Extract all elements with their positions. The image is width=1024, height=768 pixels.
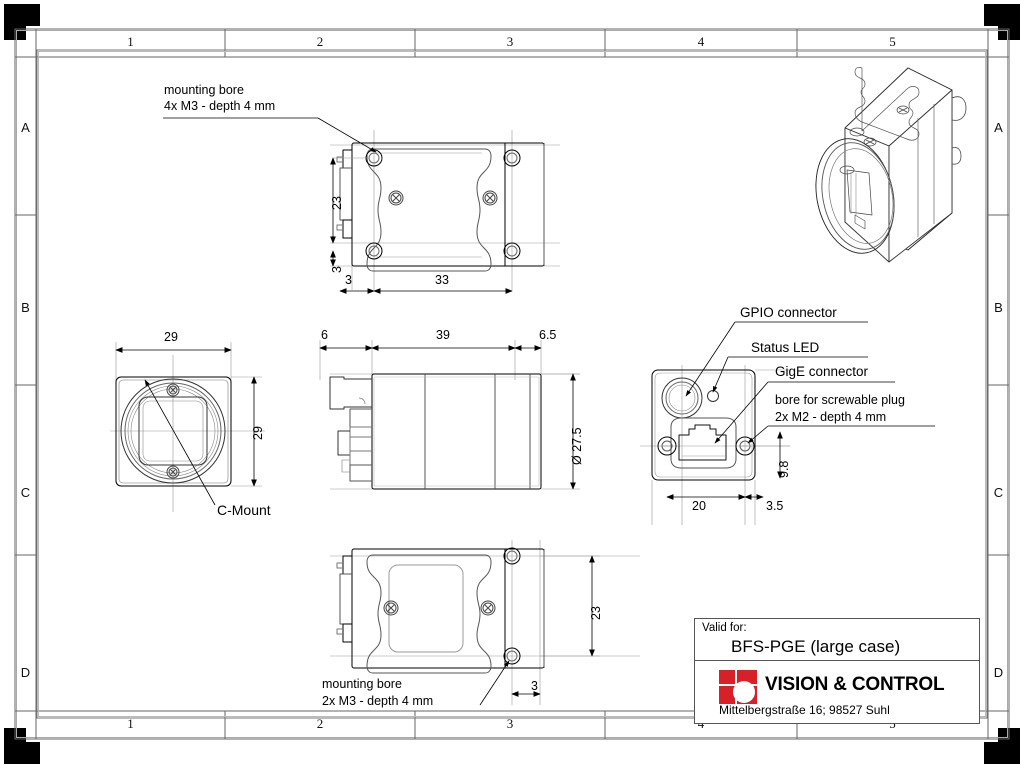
annotation-c-mount: C-Mount	[217, 502, 271, 518]
view-isometric	[815, 67, 967, 263]
annotation-bottom-mounting-bore-line1: mounting bore	[322, 677, 402, 691]
dim-value-side-6: 6	[321, 328, 328, 342]
leader-gpio	[685, 321, 868, 397]
mounting-bore	[503, 547, 521, 665]
brand-section: VISION & CONTROL Mittelbergstraße 16; 98…	[695, 661, 979, 724]
dim-top-23	[330, 157, 368, 244]
vision-and-control-logo-icon	[719, 670, 757, 704]
view-rear	[640, 365, 790, 525]
dim-value-rear-3p5: 3.5	[766, 499, 784, 513]
gige-connector	[670, 417, 737, 469]
dim-value-top-3h: 3	[345, 273, 352, 287]
annotation-gige-connector: GigE connector	[775, 364, 869, 379]
leader-bottom-mounting-bore	[479, 660, 510, 706]
zone-column-2-top: 2	[316, 34, 324, 49]
dim-value-rear-20: 20	[692, 499, 706, 513]
m2-bore	[657, 436, 755, 456]
dim-value-top-3v: 3	[330, 266, 344, 273]
zone-row-b-right: B	[994, 300, 1003, 315]
title-block: Valid for: BFS-PGE (large case) VISION &…	[694, 618, 980, 724]
dim-value-side-diameter: Ø 27.5	[570, 427, 584, 465]
view-front	[110, 342, 265, 512]
valid-for-label: Valid for:	[702, 622, 747, 634]
leader-status-led	[712, 356, 868, 393]
phillips-screw	[383, 600, 496, 616]
status-led	[707, 390, 719, 402]
zone-row-d-right: D	[993, 665, 1004, 680]
mounting-bore	[365, 149, 521, 260]
dim-value-bottom-3: 3	[531, 679, 538, 693]
zone-row-c-right: C	[993, 485, 1004, 500]
valid-for-section: Valid for: BFS-PGE (large case)	[695, 619, 979, 661]
zone-row-b-left: B	[21, 300, 30, 315]
zone-column-1-top: 1	[127, 34, 134, 49]
annotation-screwable-plug-line2: 2x M2 - depth 4 mm	[775, 410, 887, 424]
dim-value-bottom-23: 23	[589, 606, 603, 620]
annotation-gpio-connector: GPIO connector	[740, 305, 837, 320]
dim-value-front-height: 29	[251, 426, 265, 440]
company-name: VISION & CONTROL	[765, 674, 945, 695]
zone-column-2-bottom: 2	[316, 716, 324, 731]
annotation-screwable-plug-line1: bore for screwable plug	[775, 393, 905, 407]
corner-registration-marks	[4, 4, 1020, 764]
zone-row-a-left: A	[21, 120, 30, 135]
view-side	[319, 340, 580, 490]
annotation-top-mounting-bore-line1: mounting bore	[164, 83, 244, 97]
phillips-screw	[388, 190, 498, 206]
valid-for-value: BFS-PGE (large case)	[731, 637, 901, 656]
annotation-bottom-mounting-bore-line2: 2x M3 - depth 4 mm	[322, 694, 434, 708]
zone-column-3-bottom: 3	[506, 716, 514, 731]
zone-column-1-bottom: 1	[127, 716, 134, 731]
company-address: Mittelbergstraße 16; 98527 Suhl	[719, 703, 890, 717]
leader-gige	[714, 381, 895, 444]
annotation-status-led: Status LED	[751, 340, 820, 355]
dim-value-side-6p5: 6.5	[539, 328, 557, 342]
zone-column-4-top: 4	[697, 34, 705, 49]
zone-row-d-left: D	[20, 665, 31, 680]
dim-value-front-width: 29	[164, 330, 178, 344]
dim-value-top-33: 33	[435, 273, 449, 287]
leader-screwable-plug	[747, 425, 935, 444]
zone-column-5-top: 5	[889, 34, 896, 49]
view-top	[330, 130, 560, 290]
leader-top-mounting-bore	[163, 117, 377, 153]
leader-c-mount	[144, 379, 216, 506]
dim-value-rear-9p8: 9.8	[777, 460, 791, 478]
view-bottom	[330, 540, 640, 705]
zone-row-c-left: C	[20, 485, 31, 500]
dim-value-side-39: 39	[436, 328, 450, 342]
dim-value-top-23: 23	[330, 196, 344, 210]
zone-row-a-right: A	[994, 120, 1003, 135]
annotation-top-mounting-bore-line2: 4x M3 - depth 4 mm	[164, 99, 276, 113]
zone-column-3-top: 3	[506, 34, 514, 49]
